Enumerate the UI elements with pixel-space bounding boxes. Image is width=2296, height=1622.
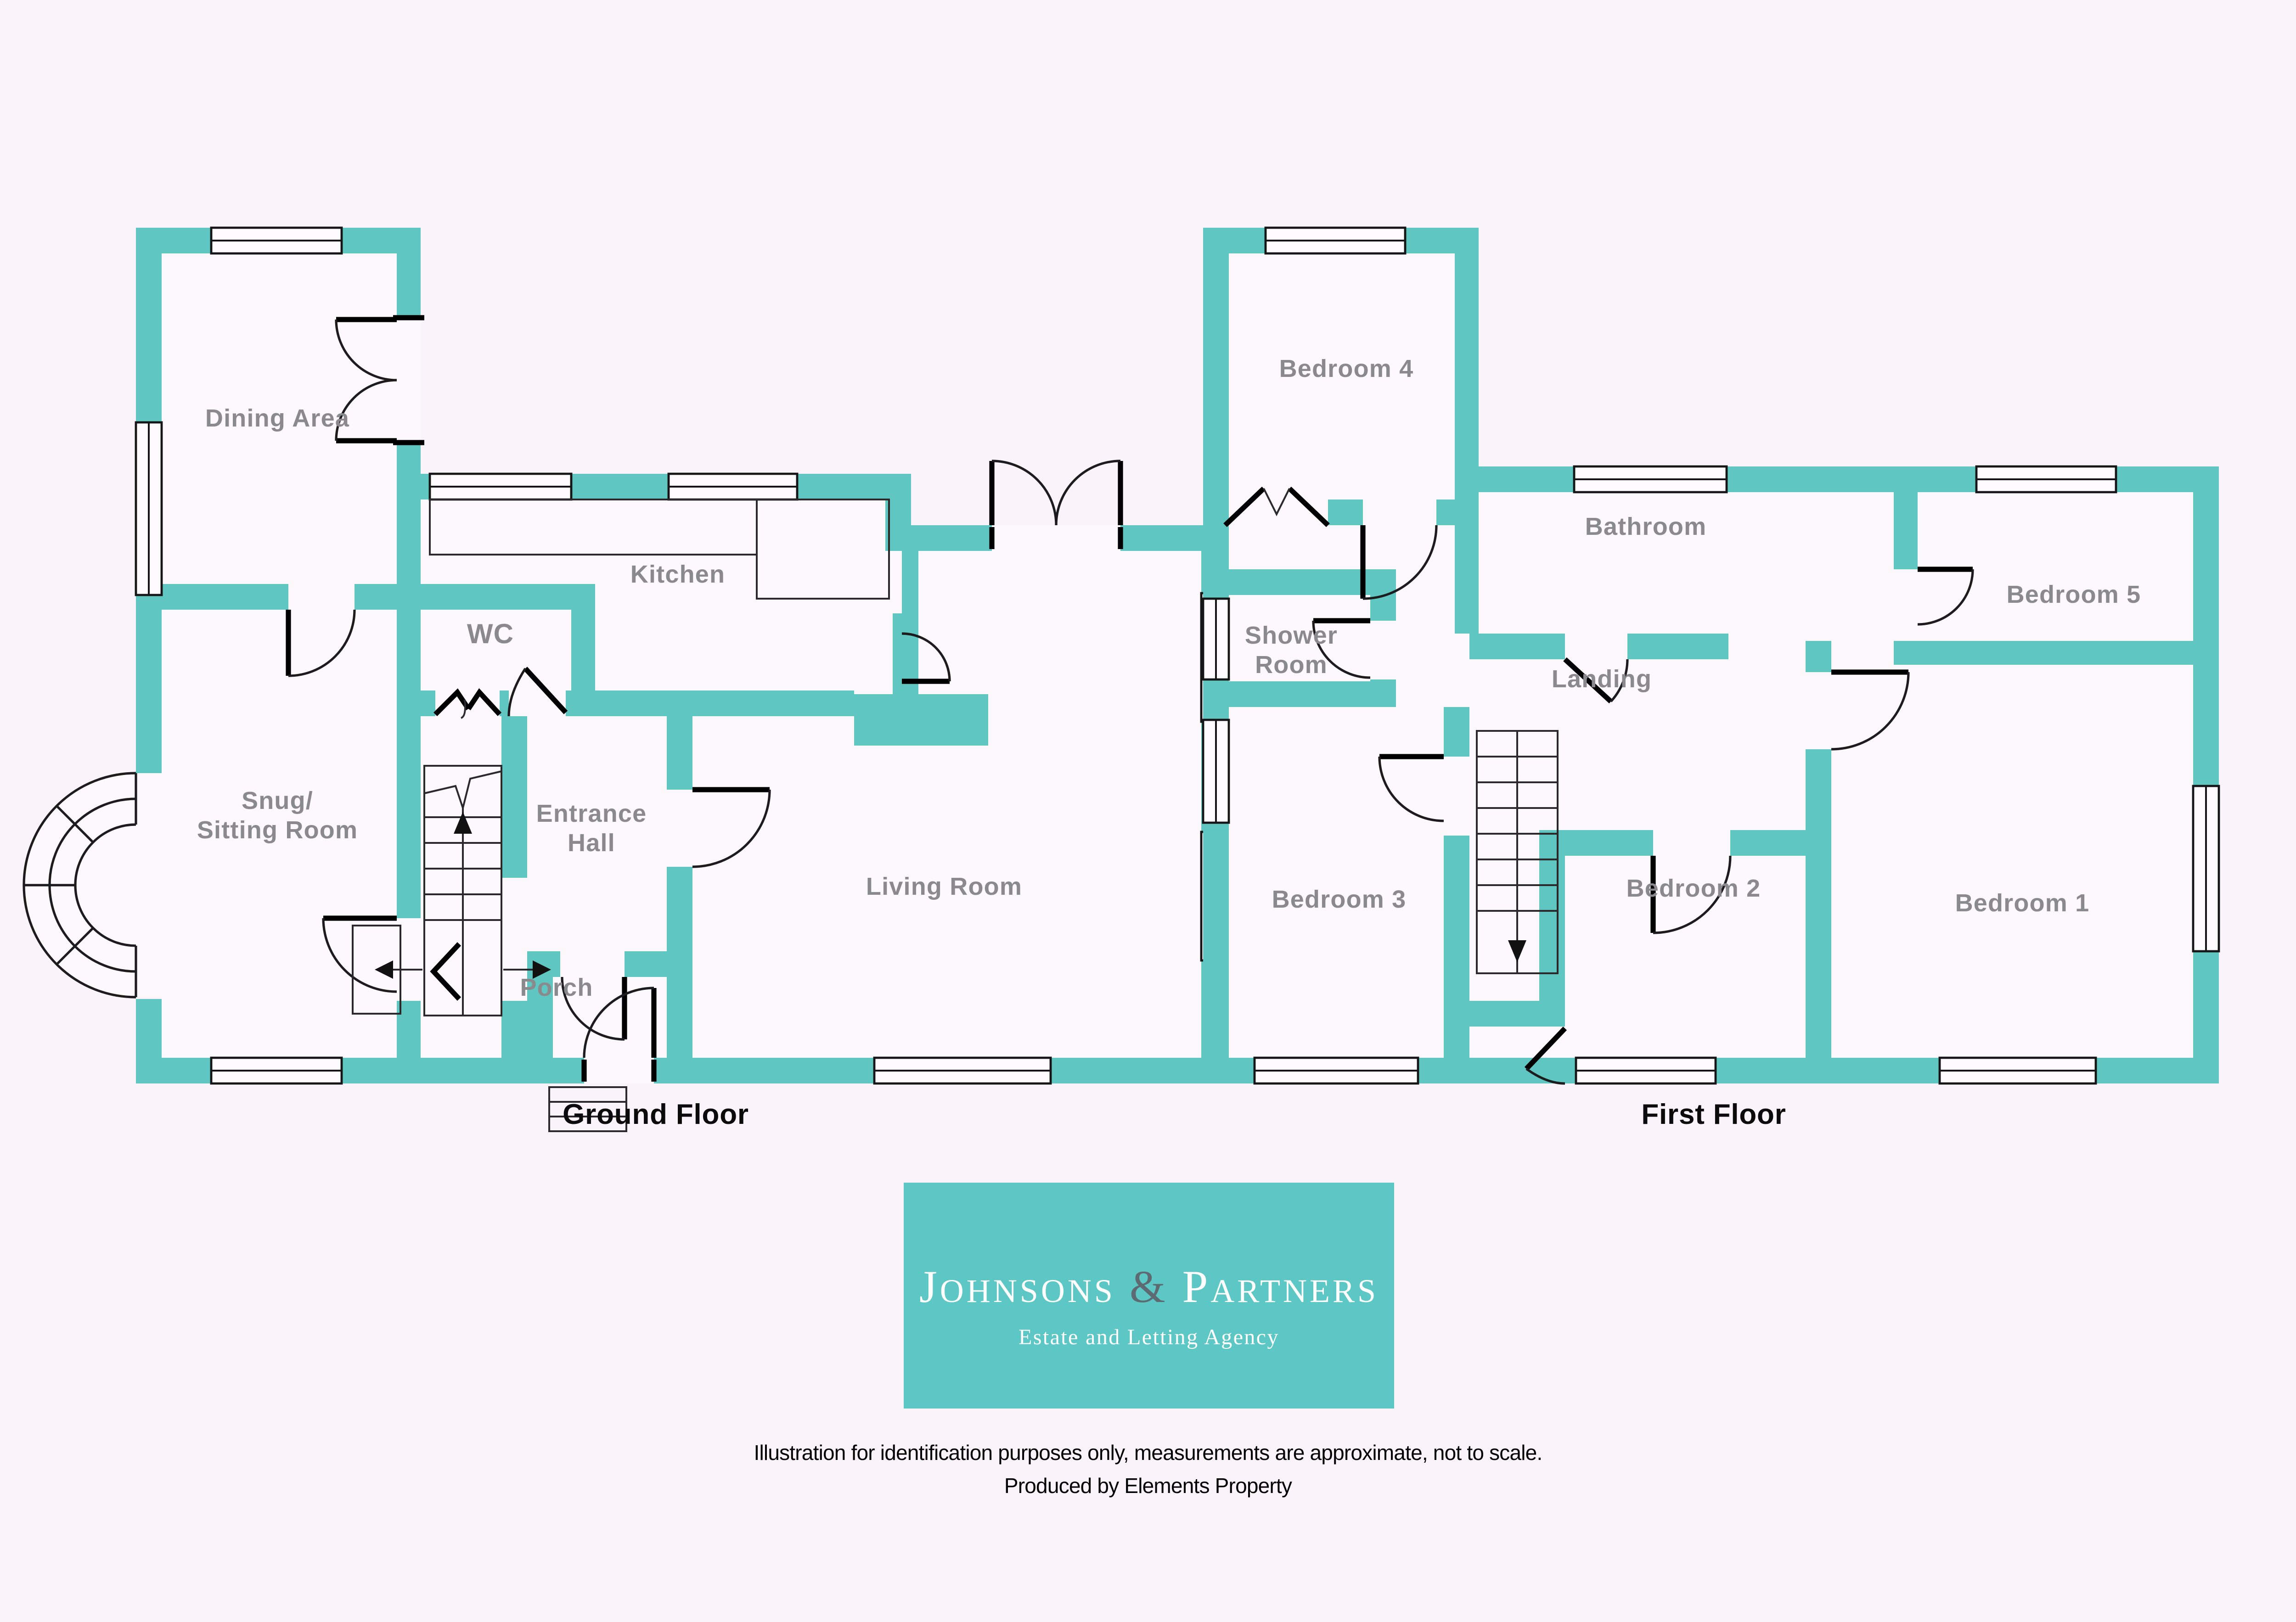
stairhead-door — [1524, 1027, 1567, 1085]
disclaimer-line2: Produced by Elements Property — [1004, 1476, 1292, 1499]
room-label-kitchen: Kitchen — [630, 561, 726, 588]
snug-hall-door — [322, 915, 397, 993]
ground-stairs — [375, 765, 551, 1016]
logo-ampersand: & — [1129, 1263, 1168, 1313]
hall-porch-door — [561, 977, 627, 1041]
logo-name-johnsons: Johnsons — [919, 1263, 1115, 1313]
room-label-wc: WC — [467, 619, 514, 651]
room-label-dining: Dining Area — [205, 404, 350, 432]
front-door — [548, 987, 657, 1132]
room-label-entrance-line1: Entrance — [536, 800, 647, 827]
hall-living-door — [692, 787, 771, 868]
agency-logo: Johnsons & Partners Estate and Letting A… — [904, 1183, 1394, 1409]
ground-floor-title: Ground Floor — [563, 1100, 749, 1131]
shower-door — [1312, 618, 1371, 679]
room-label-bedroom1: Bedroom 1 — [1955, 889, 2090, 917]
room-label-shower-line1: Shower — [1244, 622, 1338, 649]
first-floor-plan — [1202, 226, 2220, 1085]
bathroom-door — [1563, 657, 1629, 704]
kitchen-door — [901, 632, 951, 684]
bedroom2-door — [1650, 855, 1732, 934]
agency-logo-name: Johnsons & Partners — [919, 1265, 1379, 1311]
agency-logo-tagline: Estate and Letting Agency — [1019, 1324, 1279, 1350]
bedroom5-door — [1917, 567, 1974, 626]
bedroom1-door — [1831, 669, 1910, 751]
room-label-porch: Porch — [520, 974, 593, 1001]
room-label-bedroom5: Bedroom 5 — [2006, 581, 2141, 608]
first-stairs — [1476, 730, 1559, 974]
logo-name-partners: Partners — [1182, 1263, 1379, 1313]
dining-double-doors — [335, 315, 424, 445]
room-label-snug: Snug/ Sitting Room — [197, 787, 358, 844]
disclaimer-line1: Illustration for identification purposes… — [754, 1443, 1543, 1465]
wc-doors — [433, 667, 568, 719]
french-doors — [989, 460, 1123, 549]
room-label-landing: Landing — [1551, 665, 1652, 693]
first-floor-windows — [1202, 226, 2220, 1085]
bay-window — [23, 772, 137, 999]
first-floor-title: First Floor — [1641, 1100, 1786, 1131]
room-label-living: Living Room — [866, 873, 1023, 900]
room-label-shower: Shower Room — [1245, 622, 1338, 679]
room-label-bedroom4: Bedroom 4 — [1279, 355, 1414, 382]
bedroom3-door — [1378, 754, 1444, 822]
room-label-bathroom: Bathroom — [1585, 513, 1707, 540]
bedroom4-doors — [1223, 486, 1438, 600]
dining-snug-door — [286, 609, 356, 677]
room-label-shower-line2: Room — [1255, 650, 1328, 678]
room-label-snug-line2: Sitting Room — [197, 815, 358, 843]
room-label-bedroom3: Bedroom 3 — [1272, 886, 1407, 913]
room-label-entrance-line2: Hall — [568, 828, 615, 856]
room-label-bedroom2: Bedroom 2 — [1626, 875, 1761, 902]
room-label-snug-line1: Snug/ — [242, 787, 313, 814]
ground-floor-plan — [23, 226, 1228, 1132]
room-label-entrance-hall: Entrance Hall — [536, 800, 647, 857]
